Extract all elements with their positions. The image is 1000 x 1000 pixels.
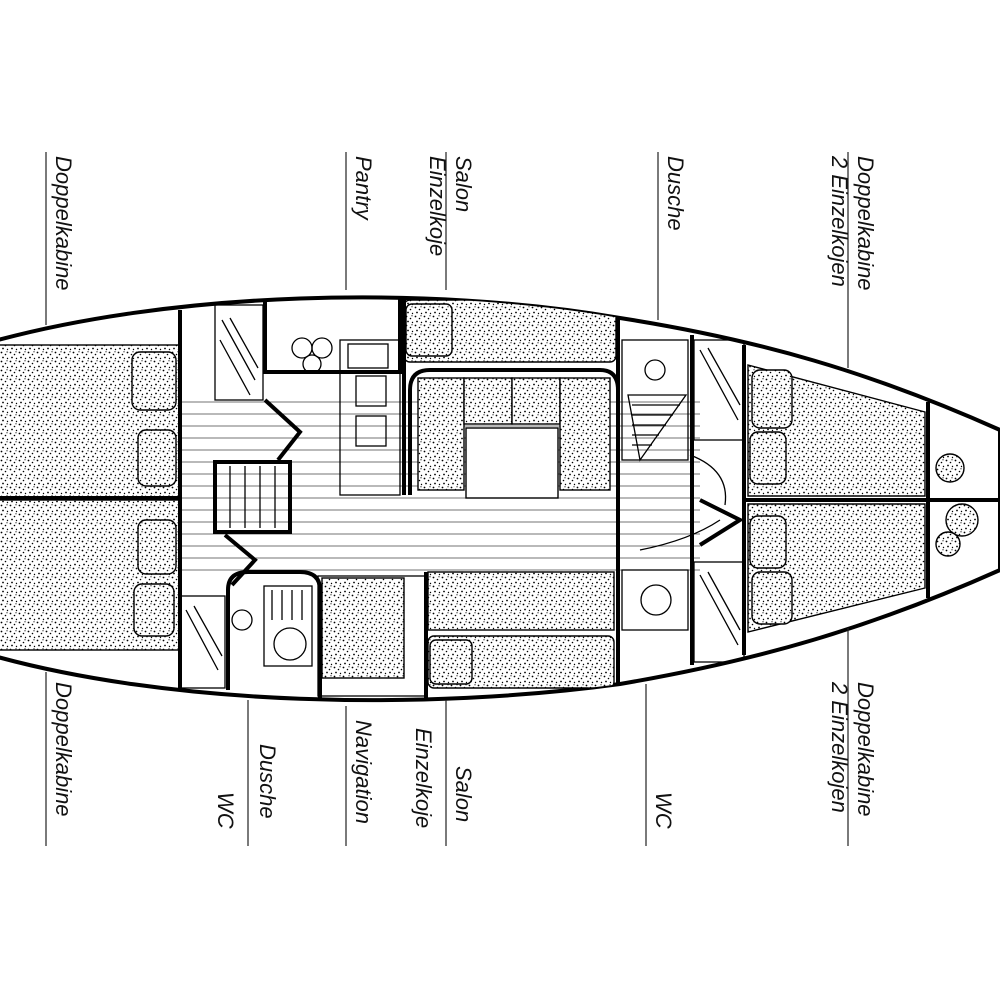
fwd-pillow-3	[749, 515, 787, 569]
fwd-head	[621, 569, 689, 631]
bottom-labels: Doppelkabine Dusche WC Navigation Salon …	[51, 681, 878, 829]
salon-lower-settee	[427, 571, 615, 631]
label-bottom-2-einzelkojen: 2 Einzelkojen	[827, 681, 852, 813]
label-bottom-navigation: Navigation	[351, 720, 376, 824]
sink-1	[355, 375, 387, 407]
label-top-pantry: Pantry	[351, 156, 376, 222]
label-top-salon: Salon	[451, 156, 476, 212]
label-top-dusche: Dusche	[663, 156, 688, 231]
fwd-pillow-2	[749, 431, 787, 485]
label-top-einzelkoje: Einzelkoje	[425, 156, 450, 256]
label-bottom-wc-aft: WC	[213, 792, 238, 829]
aft-locker-lower	[179, 595, 226, 689]
label-top-doppelkabine-aft: Doppelkabine	[51, 156, 76, 291]
label-bottom-doppelkabine-fwd: Doppelkabine	[853, 682, 878, 817]
aft-pillow-4	[133, 583, 175, 637]
anchor-chain-2	[945, 503, 979, 537]
aft-toilet	[231, 609, 253, 631]
anchor-chain-1	[935, 453, 965, 483]
fwd-pillow-1	[751, 369, 793, 429]
label-bottom-salon: Salon	[451, 766, 476, 822]
top-labels: Doppelkabine Pantry Salon Einzelkoje Dus…	[51, 155, 878, 291]
aft-head	[226, 570, 322, 700]
aft-shower-grate	[263, 585, 313, 667]
companionway-steps	[213, 460, 292, 534]
aft-basin	[273, 627, 307, 661]
fwd-toilet	[640, 584, 672, 616]
sink-2	[355, 415, 387, 447]
label-bottom-wc-fwd: WC	[651, 792, 676, 829]
salon-pillow-lower	[429, 639, 473, 685]
fwd-shower	[621, 339, 689, 461]
fwd-pillow-4	[751, 571, 793, 625]
interior	[0, 297, 1000, 700]
salon-pillow-upper	[405, 303, 453, 357]
label-bottom-einzelkoje: Einzelkoje	[411, 728, 436, 828]
aft-pillow-2	[137, 429, 177, 487]
shower-drain	[644, 359, 666, 381]
pantry-counter	[263, 297, 402, 374]
anchor-chain-3	[935, 531, 961, 557]
nav-seat	[321, 577, 405, 679]
label-top-2-einzelkojen: 2 Einzelkojen	[827, 155, 852, 287]
leader-lines	[45, 152, 849, 846]
label-bottom-doppelkabine-aft: Doppelkabine	[51, 682, 76, 817]
aft-pillow-3	[137, 519, 177, 575]
aft-pillow-1	[131, 351, 177, 411]
salon-table	[465, 427, 559, 499]
label-top-doppelkabine-fwd: Doppelkabine	[853, 156, 878, 291]
label-bottom-dusche: Dusche	[255, 744, 280, 819]
